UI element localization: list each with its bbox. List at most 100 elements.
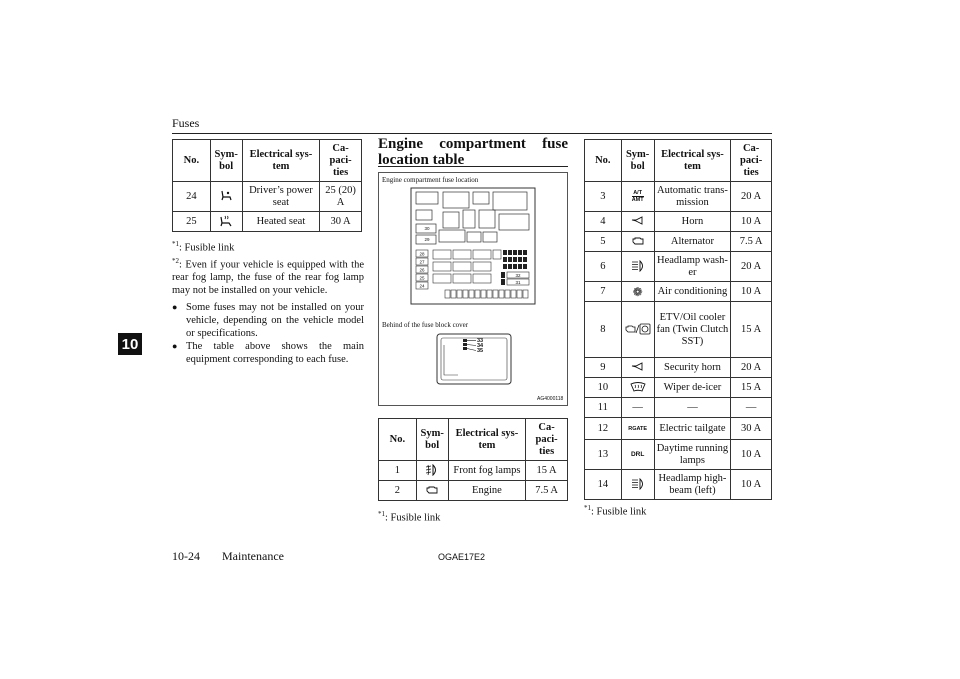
table-row: 2 Engine 7.5 A: [378, 480, 568, 501]
col-symbol: Sym- bol: [415, 418, 449, 461]
table-row: 1 Front fog lamps 15 A: [378, 460, 568, 481]
footer-section: Maintenance: [222, 549, 284, 563]
table-row: 7 ❁ Air conditioning 10 A: [584, 281, 772, 302]
engine-icon: [415, 480, 449, 501]
fuse-no: 10: [584, 377, 622, 398]
horn-icon: [620, 211, 655, 232]
fuse-system: Driver’s power seat: [241, 181, 321, 212]
fuse-label: 33: [477, 338, 483, 344]
fuse-capacity: —: [730, 397, 772, 418]
fuse-label: 31: [515, 280, 521, 285]
table-row: 9 Security horn 20 A: [584, 357, 772, 378]
fuse-no: 11: [584, 397, 622, 418]
col-capacity: Ca- paci- ties: [730, 139, 772, 182]
fuse-capacity: 10 A: [730, 469, 772, 500]
fuse-system: Air conditioning: [653, 281, 732, 302]
fuse-label: 29: [424, 237, 430, 242]
fuse-label: 27: [419, 260, 425, 265]
fuse-system: Engine: [447, 480, 527, 501]
fuse-no: 13: [584, 439, 622, 470]
col-system: Electrical sys- tem: [447, 418, 527, 461]
fuse-no: 5: [584, 231, 622, 252]
fuse-capacity: 25 (20) A: [319, 181, 362, 212]
fuse-no: 14: [584, 469, 622, 500]
fuse-system: Daytime running lamps: [653, 439, 732, 470]
heated-seat-icon: [209, 211, 243, 232]
table-row: 10 Wiper de-icer 15 A: [584, 377, 772, 398]
fuse-system: —: [653, 397, 732, 418]
fuse-no: 9: [584, 357, 622, 378]
fuse-system: Alternator: [653, 231, 732, 252]
col-capacity: Ca- paci- ties: [525, 418, 568, 461]
fuse-capacity: 30 A: [730, 417, 772, 440]
fuse-capacity: 10 A: [730, 211, 772, 232]
table-row: 11 — — —: [584, 397, 772, 418]
etv-oil-cooler-icon: [620, 301, 655, 358]
fuse-capacity: 7.5 A: [525, 480, 568, 501]
fuse-no: 1: [378, 460, 417, 481]
col-symbol: Sym- bol: [209, 139, 243, 182]
fuse-system: Electric tailgate: [653, 417, 732, 440]
fuse-label: 26: [419, 268, 425, 273]
fuse-capacity: 10 A: [730, 281, 772, 302]
fuse-no: 8: [584, 301, 622, 358]
fuse-no: 4: [584, 211, 622, 232]
fuse-capacity: 15 A: [525, 460, 568, 481]
power-seat-icon: [209, 181, 243, 212]
fuse-table-left: No. Sym- bol Electrical sys- tem Ca- pac…: [172, 139, 362, 232]
note-rear-fog: *2: Even if your vehicle is equipped wit…: [172, 256, 364, 297]
col-symbol: Sym- bol: [620, 139, 655, 182]
figure-code: AG4000118: [537, 396, 564, 402]
table-row: 25 Heated seat 30 A: [172, 211, 362, 232]
col-system: Electrical sys- tem: [241, 139, 321, 182]
fuse-capacity: 7.5 A: [730, 231, 772, 252]
fuse-system: ETV/Oil cooler fan (Twin Clutch SST): [653, 301, 732, 358]
fuse-table-right: No. Sym- bol Electrical sys- tem Ca- pac…: [584, 139, 772, 500]
notes: *1: Fusible link *2: Even if your vehicl…: [172, 238, 364, 366]
fuse-no: 2: [378, 480, 417, 501]
fuse-system: Headlamp wash-er: [653, 251, 732, 282]
section-title: Engine compartment fuse location table: [378, 136, 568, 168]
table-row: 6 Headlamp wash-er 20 A: [584, 251, 772, 282]
headlamp-washer-icon: [620, 251, 655, 282]
fuse-capacity: 15 A: [730, 377, 772, 398]
table-row: 14 Headlamp high-beam (left) 10 A: [584, 469, 772, 500]
fuse-label: 35: [477, 348, 483, 354]
fuse-table-mid: No. Sym- bol Electrical sys- tem Ca- pac…: [378, 418, 568, 501]
table-row: 8 ETV/Oil cooler fan (Twin Clutch SST) 1…: [584, 301, 772, 358]
fuse-capacity: 20 A: [730, 357, 772, 378]
fuse-label: 34: [477, 343, 484, 349]
fuse-capacity: 20 A: [730, 181, 772, 212]
table-row: 13 DRL Daytime running lamps 10 A: [584, 439, 772, 470]
fuse-system: Security horn: [653, 357, 732, 378]
wiper-deicer-icon: [620, 377, 655, 398]
fuse-capacity: 20 A: [730, 251, 772, 282]
fuse-no: 25: [172, 211, 211, 232]
running-header: Fuses: [172, 116, 200, 130]
header-rule: [172, 133, 772, 134]
fuse-system: Headlamp high-beam (left): [653, 469, 732, 500]
fuse-cover-diagram: 33 34 35: [436, 333, 512, 385]
figure-caption-top: Engine compartment fuse location: [382, 176, 479, 184]
headlamp-high-icon: [620, 469, 655, 500]
fuse-system: Front fog lamps: [447, 460, 527, 481]
table-row: 12 RGATE Electric tailgate 30 A: [584, 417, 772, 440]
fuse-system: Horn: [653, 211, 732, 232]
front-fog-icon: [415, 460, 449, 481]
fuse-label: 28: [419, 252, 425, 257]
note-fusible-link: *1: Fusible link: [378, 510, 441, 524]
note-fusible-link: *1: Fusible link: [584, 504, 647, 518]
fuse-no: 24: [172, 181, 211, 212]
rgate-icon: RGATE: [620, 417, 655, 440]
fuse-box-diagram: 30 29 28 27 26 25 24 32 31: [410, 187, 536, 305]
security-horn-icon: [620, 357, 655, 378]
fuse-system: Heated seat: [241, 211, 321, 232]
air-conditioning-icon: ❁: [620, 281, 655, 302]
chapter-tab: 10: [118, 333, 142, 355]
table-row: 4 Horn 10 A: [584, 211, 772, 232]
table-row: 24 Driver’s power seat 25 (20) A: [172, 181, 362, 212]
table-row: 5 Alternator 7.5 A: [584, 231, 772, 252]
fuse-label: 25: [419, 276, 425, 281]
